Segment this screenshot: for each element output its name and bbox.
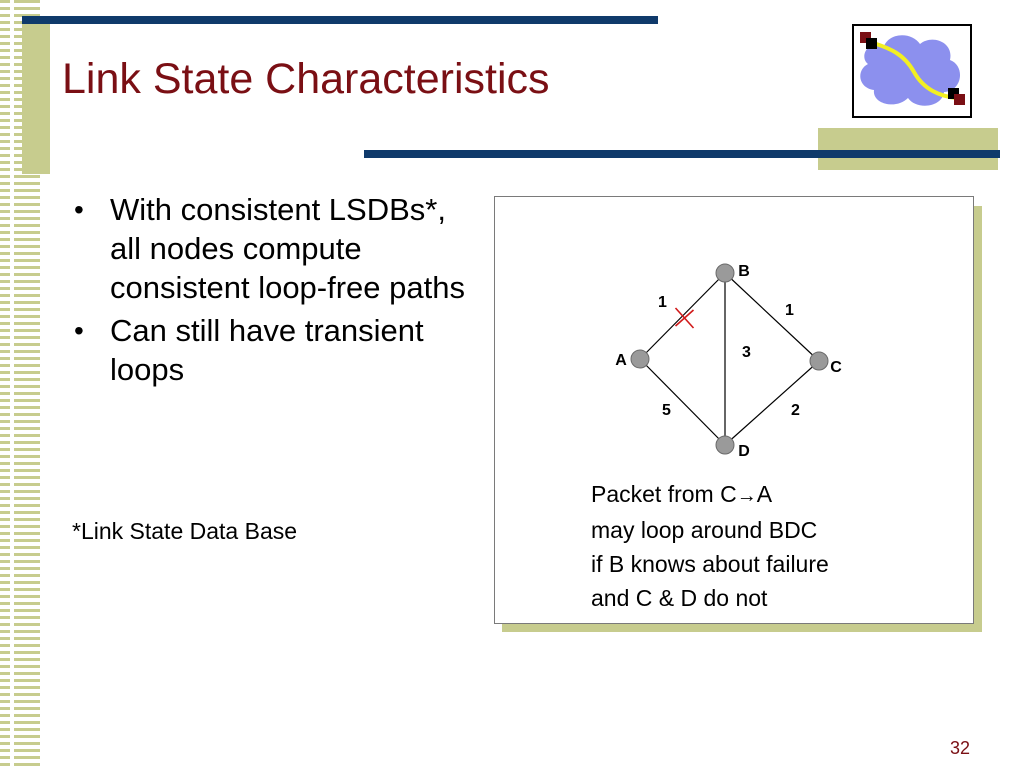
edge-A-D — [639, 358, 726, 446]
right-arrow-icon: → — [736, 485, 757, 507]
title-underline-rule — [364, 150, 1000, 158]
page-title: Link State Characteristics — [62, 55, 550, 103]
network-logo — [852, 24, 972, 118]
caption-line-4: and C & D do not — [591, 585, 768, 611]
caption-line-3: if B knows about failure — [591, 551, 829, 577]
caption-line-1: Packet from C→A — [591, 481, 773, 507]
node-label-A: A — [615, 352, 627, 369]
network-cloud-icon — [860, 32, 965, 106]
page-number: 32 — [950, 738, 971, 758]
bullet-item: • With consistent LSDBs*, all nodes comp… — [70, 190, 470, 307]
network-graph: 1 1 3 5 2 A B C D — [615, 263, 842, 460]
node-C — [809, 351, 829, 371]
bullet-text: Can still have transient loops — [110, 313, 424, 387]
footnote: *Link State Data Base — [72, 518, 298, 544]
edge-cost-label: 1 — [785, 302, 794, 319]
bullet-text: With consistent LSDBs*, all nodes comput… — [110, 192, 465, 305]
node-label-C: C — [830, 359, 842, 376]
network-diagram-panel: 1 1 3 5 2 A B C D Packet from C→A may loop arou… — [494, 196, 974, 624]
node-A — [630, 349, 650, 369]
node-label-D: D — [738, 443, 750, 460]
link-failure-mark — [674, 307, 695, 329]
bullet-item: • Can still have transient loops — [70, 311, 470, 389]
top-left-accent-block — [22, 24, 50, 174]
edge-cost-label: 5 — [662, 402, 671, 419]
top-rule — [22, 16, 658, 24]
edge-cost-label: 3 — [742, 344, 751, 361]
edge-B-C — [724, 272, 820, 362]
edge-cost-label: 2 — [791, 402, 800, 419]
node-B — [715, 263, 735, 283]
right-accent-block — [818, 128, 998, 170]
edge-cost-label: 1 — [658, 294, 667, 311]
caption-line-2: may loop around BDC — [591, 517, 818, 543]
edge-C-D — [724, 360, 820, 446]
bullet-dot: • — [74, 194, 84, 225]
bullet-dot: • — [74, 315, 84, 346]
bullet-list: • With consistent LSDBs*, all nodes comp… — [70, 190, 470, 393]
node-label-B: B — [738, 263, 750, 280]
node-D — [715, 435, 735, 455]
diagram-caption: Packet from C→A may loop around BDC if B… — [591, 477, 829, 615]
